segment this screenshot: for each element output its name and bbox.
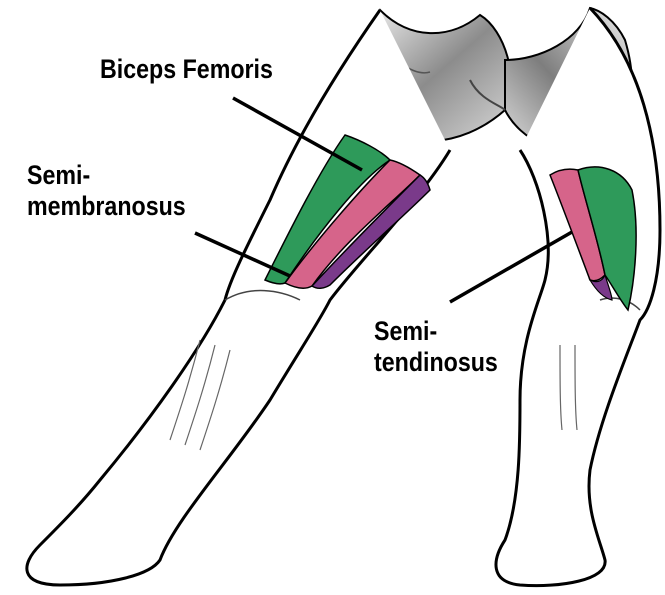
semitendinosus-label: Semi- tendinosus bbox=[374, 316, 498, 378]
semitendinosus-line1: Semi- bbox=[374, 316, 498, 347]
semimembranosus-line1: Semi- bbox=[27, 160, 186, 191]
left-leg bbox=[27, 10, 450, 585]
biceps-femoris-label: Biceps Femoris bbox=[100, 54, 273, 85]
semitendinosus-line2: tendinosus bbox=[374, 347, 498, 378]
semimembranosus-label: Semi- membranosus bbox=[27, 160, 186, 222]
semimembranosus-line2: membranosus bbox=[27, 191, 186, 222]
biceps-femoris-text: Biceps Femoris bbox=[100, 54, 273, 84]
